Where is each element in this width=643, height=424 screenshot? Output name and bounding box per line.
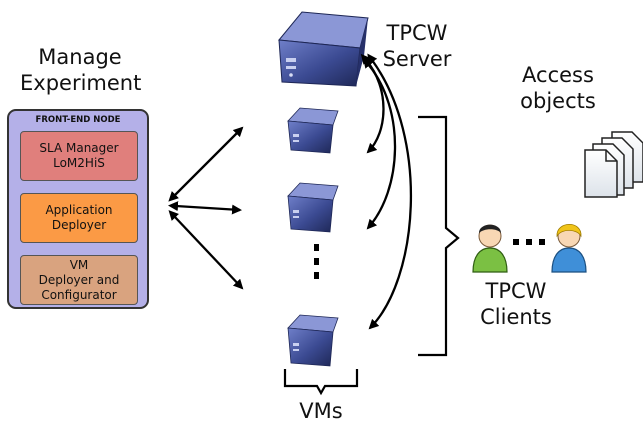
manage-arrow-top (168, 126, 244, 202)
vms-brace (283, 369, 359, 396)
vm-icon-2 (287, 182, 339, 233)
manage-arrows (168, 126, 244, 290)
access-objects-label: Access objects (520, 63, 596, 113)
application-deployer-box: Application Deployer (20, 193, 138, 243)
sla-manager-box: SLA Manager LoM2HiS (20, 131, 138, 181)
vm-icon-3 (287, 314, 339, 367)
user-icon-1 (472, 224, 508, 273)
server-icon (278, 11, 369, 87)
server-arrow-3 (367, 53, 412, 330)
frontend-title: FRONT-END NODE (35, 115, 121, 125)
frontend-node: FRONT-END NODE SLA Manager LoM2HiS Appli… (7, 109, 149, 309)
document-stack-icon (584, 131, 643, 198)
tpcw-clients-label: TPCW Clients (480, 279, 552, 329)
vm-deployer-box: VM Deployer and Configurator (20, 255, 138, 305)
vms-label: VMs (299, 399, 343, 423)
clients-bracket (418, 115, 460, 357)
tpcw-server-label: TPCW Server (382, 21, 452, 71)
manage-arrow-bottom (168, 210, 244, 290)
server-vm-arrows (360, 53, 412, 330)
vm-icon-1 (287, 107, 339, 154)
client-ellipsis (513, 239, 545, 245)
manage-arrow-middle (168, 201, 242, 215)
vm-ellipsis (314, 244, 319, 279)
user-icon-2 (551, 223, 587, 273)
manage-experiment-label: Manage Experiment (20, 45, 142, 95)
